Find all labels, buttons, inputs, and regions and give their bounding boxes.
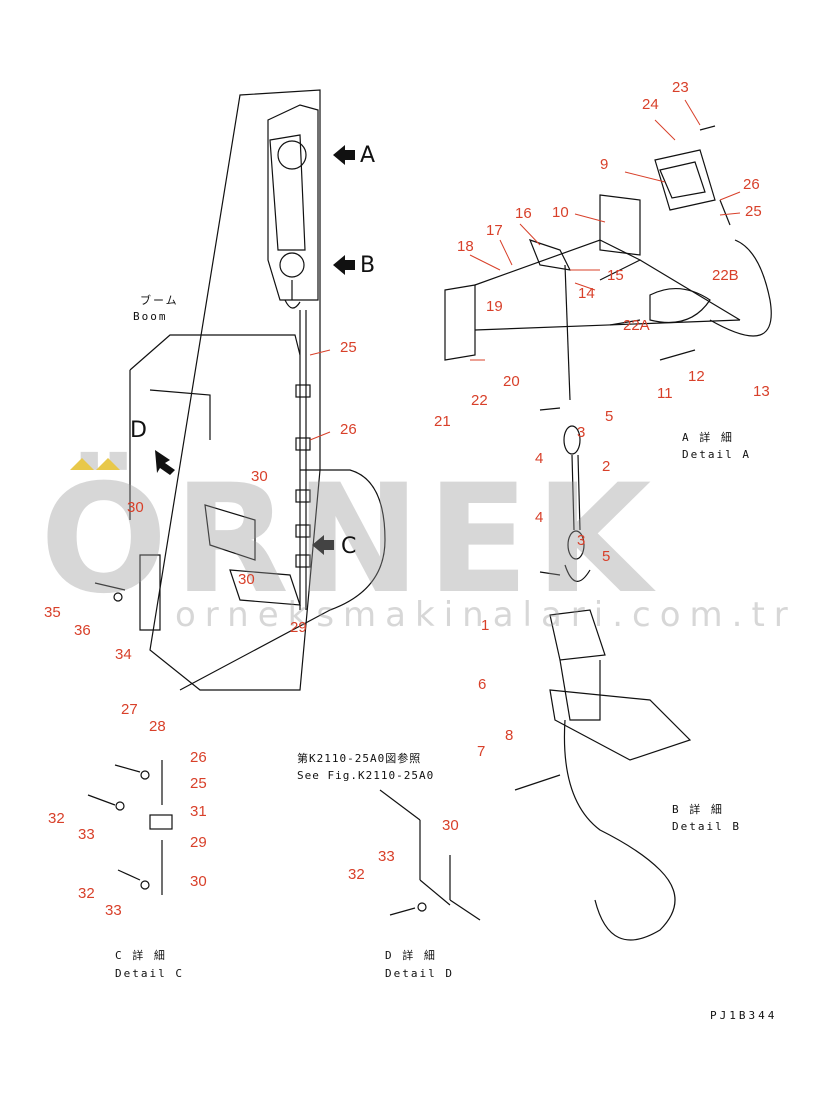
part-callout: 9 [600, 156, 609, 173]
part-callout: 3 [577, 424, 586, 441]
part-callout: 19 [486, 298, 503, 315]
view-marker-b: B [360, 253, 376, 278]
part-callout: 36 [74, 622, 91, 639]
part-callout: 20 [503, 373, 520, 390]
part-callout: 10 [552, 204, 569, 221]
watermark-site: orneksmakinalari.com.tr [175, 595, 797, 635]
part-callout: 33 [105, 902, 122, 919]
view-arrows [155, 145, 355, 555]
detail-d-parts [379, 789, 481, 921]
part-callout: 29 [190, 834, 207, 851]
part-callout: 26 [340, 421, 357, 438]
part-callout: 26 [190, 749, 207, 766]
drawing-code: PJ1B344 [710, 1009, 778, 1022]
detail-a-title-en: Detail A [682, 448, 751, 461]
part-callout: 4 [535, 450, 544, 467]
boom-wire [295, 310, 311, 610]
part-callout: 22A [623, 317, 650, 334]
part-callout: 1 [481, 617, 490, 634]
detail-c-title-en: Detail C [115, 967, 184, 980]
part-callout: 8 [505, 727, 514, 744]
part-callout: 30 [190, 873, 207, 890]
watermark-brand: ÖRNEK [40, 453, 658, 627]
part-callout: 6 [478, 676, 487, 693]
boom-label-jp: ブーム [140, 294, 179, 307]
detail-b-title-en: Detail B [672, 820, 741, 833]
view-marker-d: D [130, 418, 147, 443]
part-callout: 12 [688, 368, 705, 385]
bracket-assembly-c [94, 504, 301, 631]
part-callout: 2 [602, 458, 611, 475]
accent-mark [70, 458, 120, 470]
view-marker-a: A [360, 143, 376, 168]
part-callout: 15 [607, 267, 624, 284]
part-callout: 32 [348, 866, 365, 883]
part-callout: 33 [78, 826, 95, 843]
part-callout: 17 [486, 222, 503, 239]
part-callout: 27 [121, 701, 138, 718]
part-callout: 25 [745, 203, 762, 220]
part-callout: 30 [442, 817, 459, 834]
part-callout: 18 [457, 238, 474, 255]
part-callout: 22B [712, 267, 739, 284]
part-callout: 28 [149, 718, 166, 735]
leader-lines [309, 99, 741, 441]
detail-c-parts [87, 760, 173, 895]
detail-d-title-en: Detail D [385, 967, 454, 980]
part-callout: 31 [190, 803, 207, 820]
part-callout: 34 [115, 646, 132, 663]
part-callout: 30 [127, 499, 144, 516]
part-callout: 5 [602, 548, 611, 565]
boom-arm [149, 89, 321, 691]
part-callout: 30 [238, 571, 255, 588]
part-callout: 21 [434, 413, 451, 430]
detail-a-title-jp: A 詳 細 [682, 431, 734, 444]
part-callout: 35 [44, 604, 61, 621]
part-callout: 14 [578, 285, 595, 302]
reference-note-en: See Fig.K2110-25A0 [297, 769, 435, 782]
part-callout: 7 [477, 743, 486, 760]
part-callout: 3 [577, 532, 586, 549]
part-callout: 25 [340, 339, 357, 356]
part-callout: 32 [48, 810, 65, 827]
part-callout: 30 [251, 468, 268, 485]
part-callout: 16 [515, 205, 532, 222]
part-callout: 11 [657, 385, 673, 402]
detail-c-title-jp: C 詳 細 [115, 949, 167, 962]
hook-block [514, 609, 692, 941]
reference-note-jp: 第K2110-25A0図参照 [297, 752, 422, 765]
machine-body [129, 334, 386, 691]
part-callout: 22 [471, 392, 488, 409]
part-callout: 25 [190, 775, 207, 792]
detail-d-title-jp: D 詳 細 [385, 949, 437, 962]
part-callout: 4 [535, 509, 544, 526]
hook-wire [539, 264, 591, 582]
detail-a-assembly [444, 125, 772, 361]
part-callout: 33 [378, 848, 395, 865]
part-callout: 23 [672, 79, 689, 96]
part-callout: 29 [290, 619, 307, 636]
part-callout: 32 [78, 885, 95, 902]
part-callout: 5 [605, 408, 614, 425]
part-callout: 26 [743, 176, 760, 193]
part-callout: 24 [642, 96, 659, 113]
view-marker-c: C [341, 534, 357, 559]
detail-b-title-jp: B 詳 細 [672, 803, 724, 816]
boom-label-en: Boom [133, 310, 168, 323]
part-callout: 13 [753, 383, 770, 400]
